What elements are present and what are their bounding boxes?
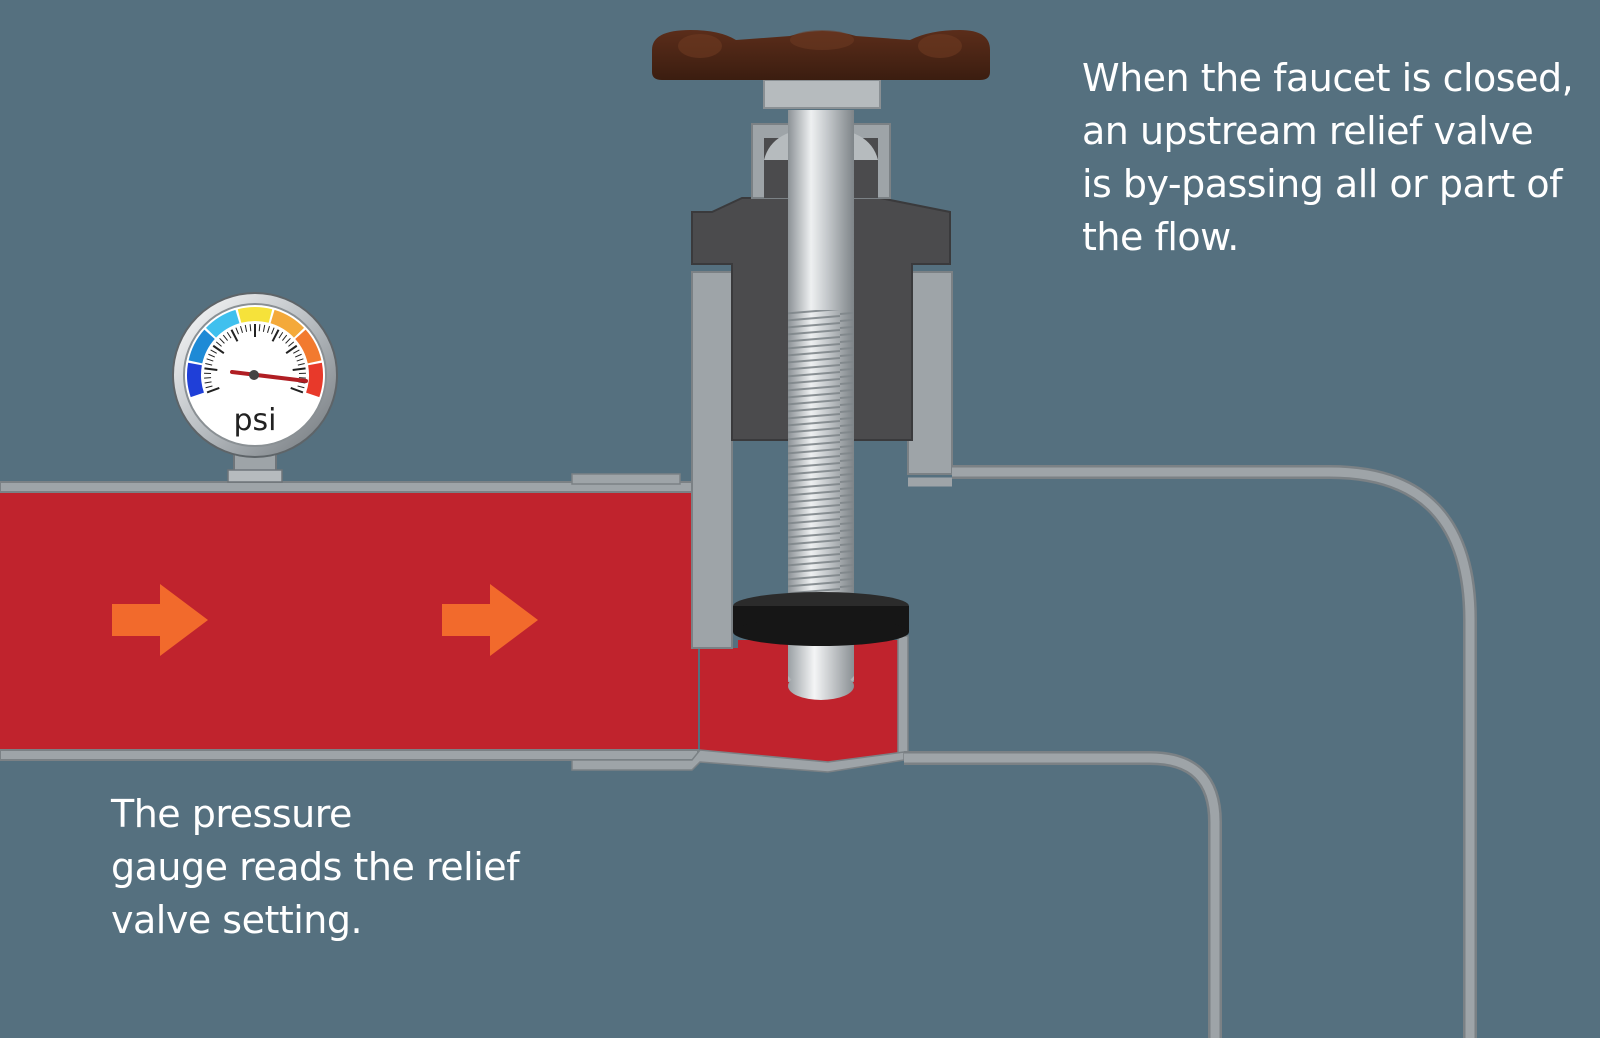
gauge-tick [206, 387, 220, 394]
gauge-tick [271, 329, 280, 342]
caption-line: valve setting. [111, 898, 363, 942]
gauge-tick [212, 344, 225, 355]
gauge-tick [262, 324, 266, 332]
gauge-tick [205, 385, 213, 389]
gauge-color-segment [306, 362, 323, 398]
pressure-gauge: psi [172, 292, 338, 483]
gauge-tick [281, 334, 288, 341]
gauge-tick [235, 327, 239, 335]
caption-faucet-closed: When the faucet is closed, an upstream r… [1082, 52, 1574, 264]
gauge-tick [285, 344, 298, 355]
gauge-tick [208, 353, 216, 358]
valve-washer [733, 592, 909, 646]
gauge-tick [292, 367, 306, 372]
gauge-tick [204, 381, 212, 384]
caption-line: gauge reads the relief [111, 845, 520, 889]
gauge-tick [258, 324, 261, 332]
gauge-tick [271, 327, 275, 335]
flow-arrows [112, 584, 538, 656]
gauge-tick [249, 324, 252, 332]
gauge-needle [230, 370, 308, 383]
gauge-tick [219, 337, 225, 344]
gauge-color-segment [187, 362, 204, 398]
faucet-handle [652, 30, 990, 109]
gauge-color-segment [188, 329, 215, 364]
gauge-tick [230, 329, 239, 342]
gauge-tick [267, 325, 270, 333]
gauge-tick [297, 363, 305, 366]
caption-line: The pressure [111, 792, 352, 836]
gauge-tick [240, 325, 243, 333]
gauge-tick [244, 324, 248, 332]
gauge-color-segment [270, 309, 305, 338]
valve-stem [788, 110, 854, 700]
caption-line: an upstream relief valve [1082, 109, 1534, 153]
gauge-tick [297, 385, 305, 389]
caption-line: is by-passing all or part of [1082, 162, 1563, 206]
caption-line: When the faucet is closed, [1082, 56, 1574, 100]
gauge-tick [206, 358, 214, 362]
gauge-tick [204, 367, 218, 372]
gauge-tick [296, 358, 304, 362]
gauge-tick [222, 334, 229, 341]
gauge-tick [226, 331, 232, 339]
gauge-tick [210, 349, 217, 354]
gauge-color-segment [205, 309, 240, 338]
gauge-tick [285, 337, 291, 344]
gauge-tick [278, 331, 284, 339]
flow-arrow-icon [112, 584, 208, 656]
supply-pipe [0, 473, 699, 761]
caption-gauge-reading: The pressure gauge reads the relief valv… [111, 788, 520, 947]
water-flow [0, 484, 698, 758]
gauge-tick [215, 341, 222, 347]
gauge-color-segment [295, 329, 322, 364]
gauge-tick [290, 387, 304, 394]
gauge-tick [294, 353, 302, 358]
outlet-pipe [904, 465, 1477, 1038]
gauge-unit-label: psi [233, 403, 276, 438]
gauge-tick [205, 363, 213, 366]
flow-arrow-icon [442, 584, 538, 656]
gauge-tick [293, 349, 300, 354]
gauge-color-scale [187, 307, 323, 398]
gauge-tick [288, 341, 295, 347]
gauge-ticks [204, 324, 306, 394]
caption-line: the flow. [1082, 215, 1239, 259]
gauge-color-segment [237, 307, 273, 323]
